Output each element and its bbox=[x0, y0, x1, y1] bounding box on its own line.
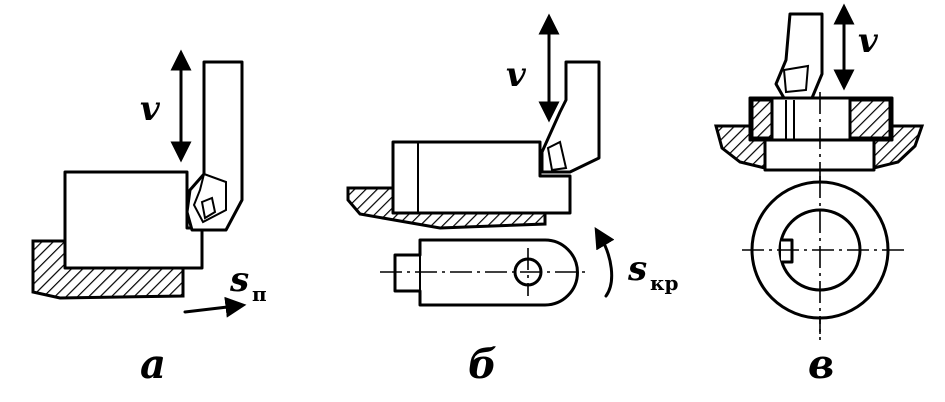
panel-b-feed-subscript: кр bbox=[650, 271, 678, 295]
panel-a-tool bbox=[185, 60, 244, 232]
panel-b-feed-arrow bbox=[594, 226, 615, 298]
panel-label-a: а bbox=[140, 341, 166, 388]
panel-v-keyway bbox=[781, 238, 794, 264]
panel-b-feed-symbol: s bbox=[627, 249, 647, 289]
panel-a-feed-arrow bbox=[183, 296, 247, 318]
panel-b-workpiece bbox=[391, 140, 572, 215]
panel-b: v s кр б bbox=[346, 13, 678, 388]
panel-label-v: в bbox=[808, 341, 834, 388]
panel-a: v s п а bbox=[31, 49, 267, 388]
panel-a-velocity-label: v bbox=[140, 89, 161, 129]
panel-label-b: б bbox=[468, 341, 497, 388]
panel-a-workpiece bbox=[63, 170, 204, 270]
panel-v: v в bbox=[714, 3, 925, 388]
panel-a-feed-symbol: s bbox=[229, 260, 249, 300]
panel-a-feed-subscript: п bbox=[252, 282, 267, 306]
panel-b-velocity-label: v bbox=[506, 55, 527, 95]
panel-b-tool bbox=[540, 60, 601, 174]
panel-v-tool bbox=[774, 12, 824, 100]
panel-v-velocity-label: v bbox=[858, 21, 879, 61]
